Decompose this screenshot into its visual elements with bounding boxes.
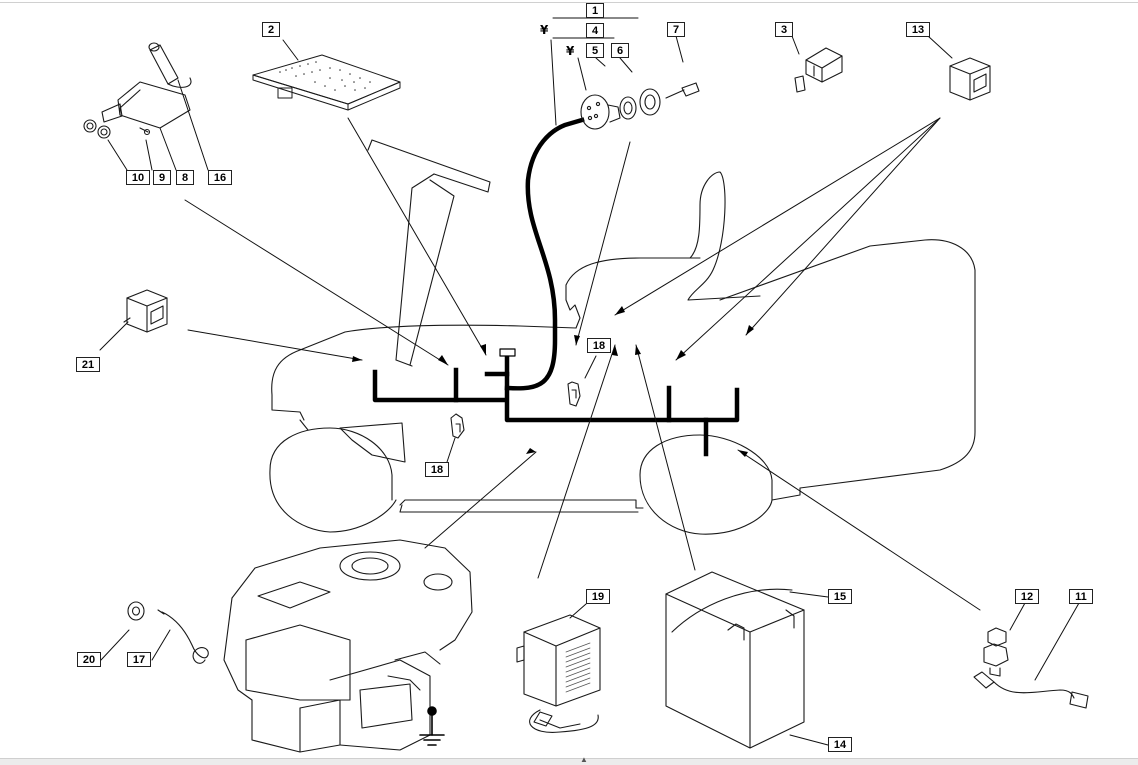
reference-symbol: ¥ xyxy=(566,44,575,58)
callout-14: 14 xyxy=(828,737,852,752)
board-dots xyxy=(279,61,371,91)
solenoid xyxy=(83,42,192,139)
ground-wire-17 xyxy=(157,609,209,664)
ground-symbol xyxy=(419,706,445,746)
callout-8: 8 xyxy=(176,170,194,185)
wiring-harness xyxy=(372,117,740,457)
washer-20 xyxy=(127,601,145,621)
relay xyxy=(794,47,843,93)
callout-3: 3 xyxy=(775,22,793,37)
callout-18-right: 18 xyxy=(587,338,611,353)
reference-symbol: ¥ xyxy=(540,23,549,37)
callout-11: 11 xyxy=(1069,589,1093,604)
pressure-switch-12 xyxy=(983,627,1009,677)
callout-5: 5 xyxy=(586,43,604,58)
battery xyxy=(665,571,805,749)
bottom-scrollbar[interactable]: ▲ xyxy=(0,755,1138,765)
callout-2: 2 xyxy=(262,22,280,37)
arrowheads xyxy=(352,306,754,457)
callout-15: 15 xyxy=(828,589,852,604)
callout-21: 21 xyxy=(76,357,100,372)
charger-vents xyxy=(565,642,591,693)
callout-20: 20 xyxy=(77,652,101,667)
callout-12: 12 xyxy=(1015,589,1039,604)
circuit-board xyxy=(252,54,401,111)
callout-6: 6 xyxy=(611,43,629,58)
callout-1: 1 xyxy=(586,3,604,18)
tractor-outline xyxy=(269,139,976,535)
callout-13: 13 xyxy=(906,22,930,37)
ignition-switch xyxy=(580,82,700,130)
callout-9: 9 xyxy=(153,170,171,185)
switch-13 xyxy=(949,57,991,101)
caret-up-icon[interactable]: ▲ xyxy=(580,755,588,764)
callout-4: 4 xyxy=(586,23,604,38)
callout-19: 19 xyxy=(586,589,610,604)
battery-charger xyxy=(516,614,601,733)
callout-leaders xyxy=(99,17,1080,746)
callout-7: 7 xyxy=(667,22,685,37)
engine xyxy=(223,539,473,753)
callout-18-left: 18 xyxy=(425,462,449,477)
switch-21 xyxy=(123,289,168,333)
callout-16: 16 xyxy=(208,170,232,185)
leader-lines xyxy=(184,117,981,611)
callout-17: 17 xyxy=(127,652,151,667)
wire-lead-11 xyxy=(973,671,1089,709)
clips-18 xyxy=(450,381,581,439)
callout-10: 10 xyxy=(126,170,150,185)
top-rule xyxy=(0,2,1138,3)
